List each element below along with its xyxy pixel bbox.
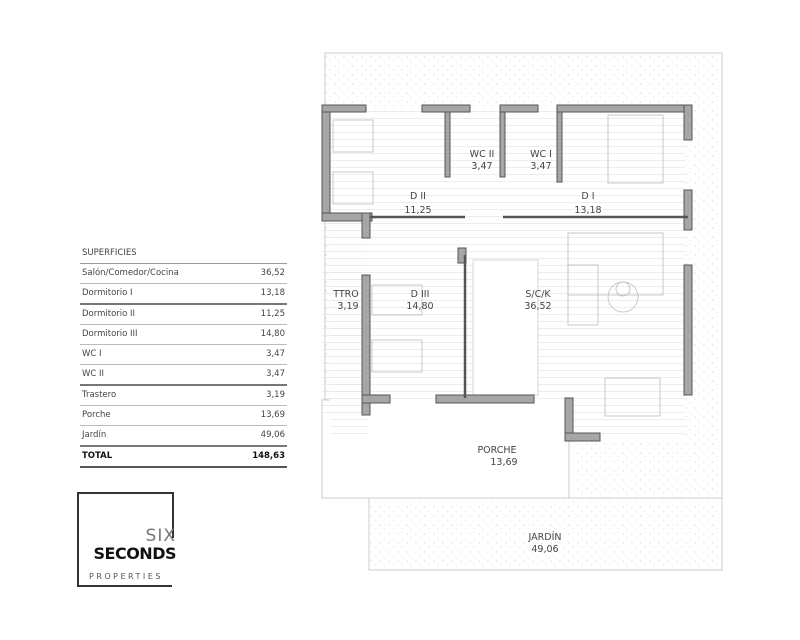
room-wc2-area: 3,47 <box>471 161 492 172</box>
table-row: Dormitorio I 13,18 <box>80 284 287 305</box>
row-label: Dormitorio I <box>82 288 133 298</box>
table-row: WC II 3,47 <box>80 365 287 386</box>
row-label: Jardín <box>82 430 107 440</box>
row-value: 3,47 <box>266 369 285 379</box>
room-porche-name: PORCHE <box>477 445 516 456</box>
room-d2-name: D II <box>410 191 426 202</box>
row-label: Dormitorio III <box>82 329 138 339</box>
room-ttro-name: TTRO <box>332 289 359 300</box>
logo-properties: PROPERTIES <box>89 572 163 581</box>
room-labels: WC II 3,47 WC I 3,47 D II 11,25 D I 13,1… <box>332 149 601 555</box>
room-ttro-area: 3,19 <box>337 301 358 312</box>
row-value: 49,06 <box>260 430 285 440</box>
room-d1-area: 13,18 <box>574 205 601 216</box>
room-porche-area: 13,69 <box>490 457 517 468</box>
row-value: 13,18 <box>260 288 285 298</box>
room-sck-area: 36,52 <box>524 301 551 312</box>
logo-seconds: SECONDS <box>93 544 177 563</box>
row-label: Salón/Comedor/Cocina <box>82 268 179 278</box>
table-row: Porche 13,69 <box>80 406 287 426</box>
room-d2-area: 11,25 <box>404 205 431 216</box>
header-label: SUPERFICIES <box>82 248 137 258</box>
room-jardin-name: JARDÍN <box>528 531 562 543</box>
room-d1-name: D I <box>581 191 594 202</box>
logo-frame <box>77 492 172 587</box>
room-wc1-name: WC I <box>530 149 552 160</box>
table-row: Salón/Comedor/Cocina 36,52 <box>80 264 287 284</box>
table-row: Dormitorio II 11,25 <box>80 305 287 325</box>
row-label: Porche <box>82 410 111 420</box>
thin-walls <box>370 215 688 398</box>
table-row: Trastero 3,19 <box>80 386 287 406</box>
surface-table: SUPERFICIES Salón/Comedor/Cocina 36,52 Do… <box>80 244 287 468</box>
row-value: 13,69 <box>260 410 285 420</box>
row-value: 3,47 <box>266 349 285 359</box>
total-label: TOTAL <box>82 451 113 461</box>
room-d3-area: 14,80 <box>406 301 433 312</box>
row-value: 3,19 <box>266 390 285 400</box>
total-value: 148,63 <box>252 451 285 461</box>
walls <box>321 104 693 442</box>
table-row: Jardín 49,06 <box>80 426 287 447</box>
room-wc2-name: WC II <box>470 149 495 160</box>
surface-table-header: SUPERFICIES <box>80 244 287 264</box>
row-label: Dormitorio II <box>82 309 136 319</box>
table-row: Dormitorio III 14,80 <box>80 325 287 345</box>
logo-frame-bar <box>172 492 174 538</box>
logo-six: SIX <box>145 526 176 546</box>
row-label: WC II <box>82 369 105 379</box>
total-row: TOTAL 148,63 <box>80 447 287 468</box>
row-value: 11,25 <box>260 309 285 319</box>
row-label: WC I <box>82 349 102 359</box>
room-wc1-area: 3,47 <box>530 161 551 172</box>
furniture <box>332 114 664 417</box>
room-jardin-area: 49,06 <box>531 544 558 555</box>
row-value: 36,52 <box>260 268 285 278</box>
house-floor <box>322 110 685 495</box>
room-d3-name: D III <box>411 289 430 300</box>
room-sck-name: S/C/K <box>525 289 551 300</box>
table-row: WC I 3,47 <box>80 345 287 365</box>
company-logo: SIX SECONDS PROPERTIES <box>77 492 177 587</box>
row-value: 14,80 <box>260 329 285 339</box>
row-label: Trastero <box>82 390 117 400</box>
